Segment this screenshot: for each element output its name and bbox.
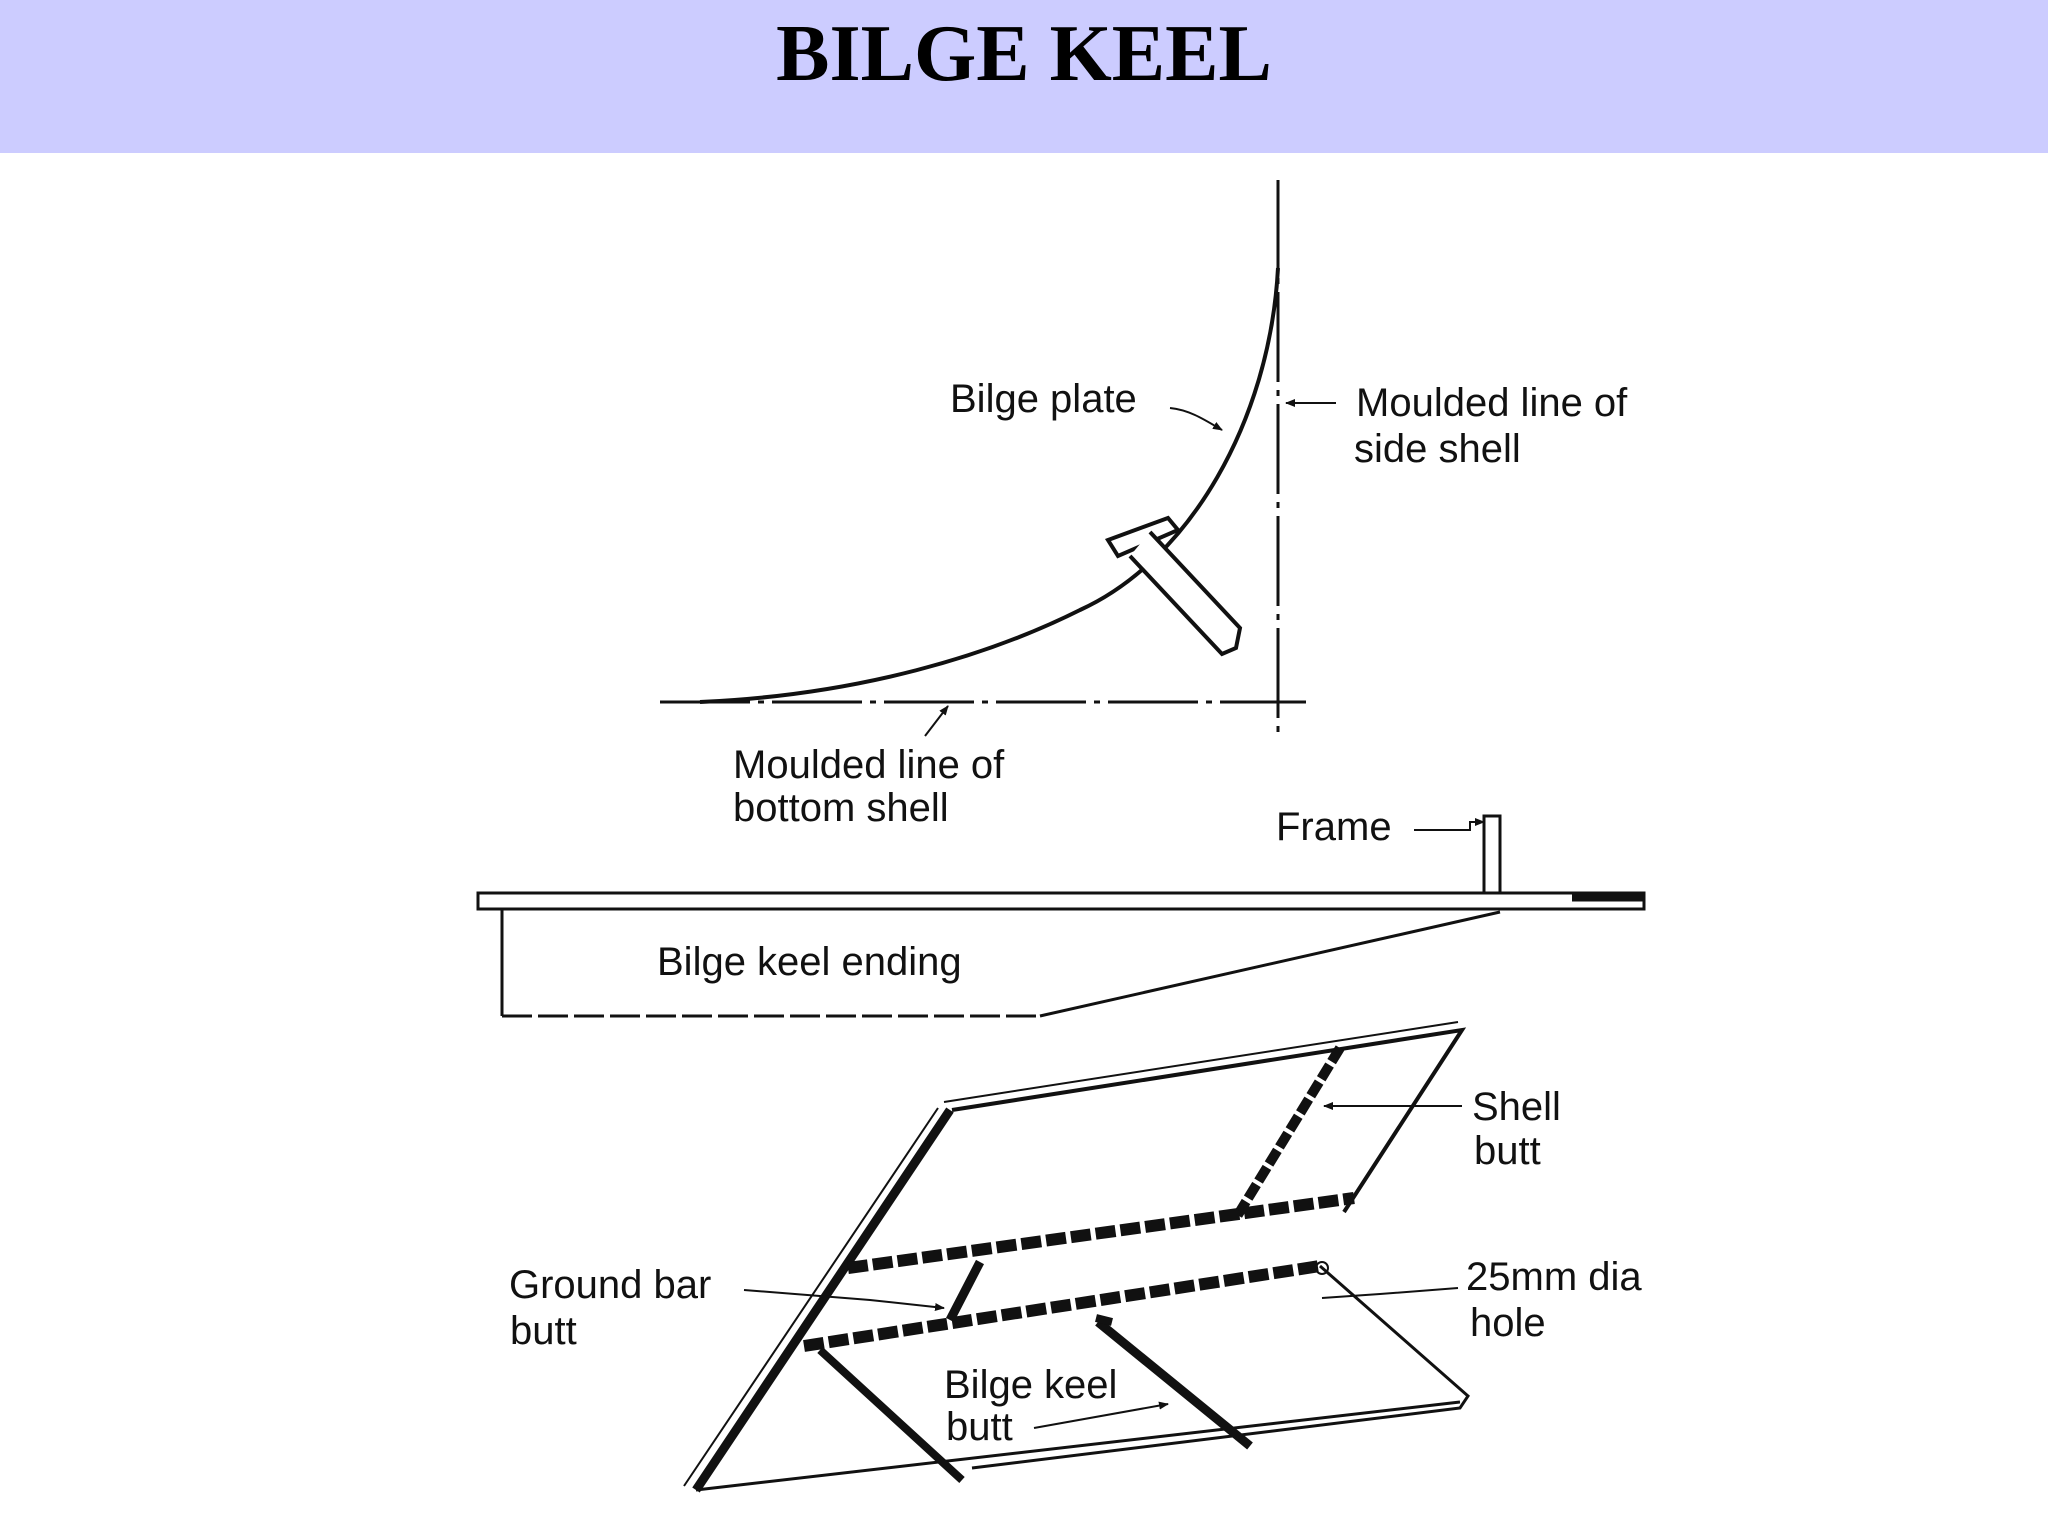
label-side-shell-line-2: side shell (1354, 427, 1521, 471)
hole (1315, 1261, 1329, 1275)
label-bottom-shell-line-1: Moulded line of (733, 743, 1005, 787)
frame (1482, 814, 1502, 893)
label-side-shell-line-1: Moulded line of (1356, 381, 1628, 425)
shell-plate-strip (476, 891, 1646, 911)
shell-plate (951, 1027, 1467, 1214)
label-hole-1: 25mm dia (1466, 1255, 1642, 1299)
bilge-keel-web (971, 1264, 1470, 1470)
label-bilge-keel-butt-2: butt (946, 1405, 1013, 1449)
shell-butt (1231, 1045, 1345, 1221)
label-ground-bar-butt-2: butt (510, 1309, 577, 1353)
ground-bar-lower (803, 1260, 1321, 1352)
label-bottom-shell-line-2: bottom shell (733, 786, 949, 830)
bilge-keel-section (1104, 515, 1182, 559)
ground-bar-butt (946, 1259, 984, 1323)
isometric-view (683, 1021, 1470, 1493)
label-ground-bar-butt-1: Ground bar (509, 1263, 712, 1307)
label-hole-2: hole (1470, 1301, 1546, 1345)
label-shell-butt-2: butt (1474, 1129, 1541, 1173)
title-band: BILGE KEEL (0, 0, 2048, 153)
label-shell-butt-1: Shell (1472, 1085, 1561, 1129)
bilge-plate-curve (699, 267, 1280, 704)
ending-view (476, 814, 1646, 1018)
label-frame: Frame (1276, 805, 1392, 849)
label-bilge-keel-ending: Bilge keel ending (657, 940, 962, 984)
section-view (660, 180, 1336, 738)
label-bilge-keel-butt-1: Bilge keel (944, 1363, 1118, 1407)
label-bilge-plate: Bilge plate (950, 377, 1137, 421)
page-title: BILGE KEEL (776, 10, 1272, 98)
ground-bar-upper (847, 1192, 1355, 1274)
